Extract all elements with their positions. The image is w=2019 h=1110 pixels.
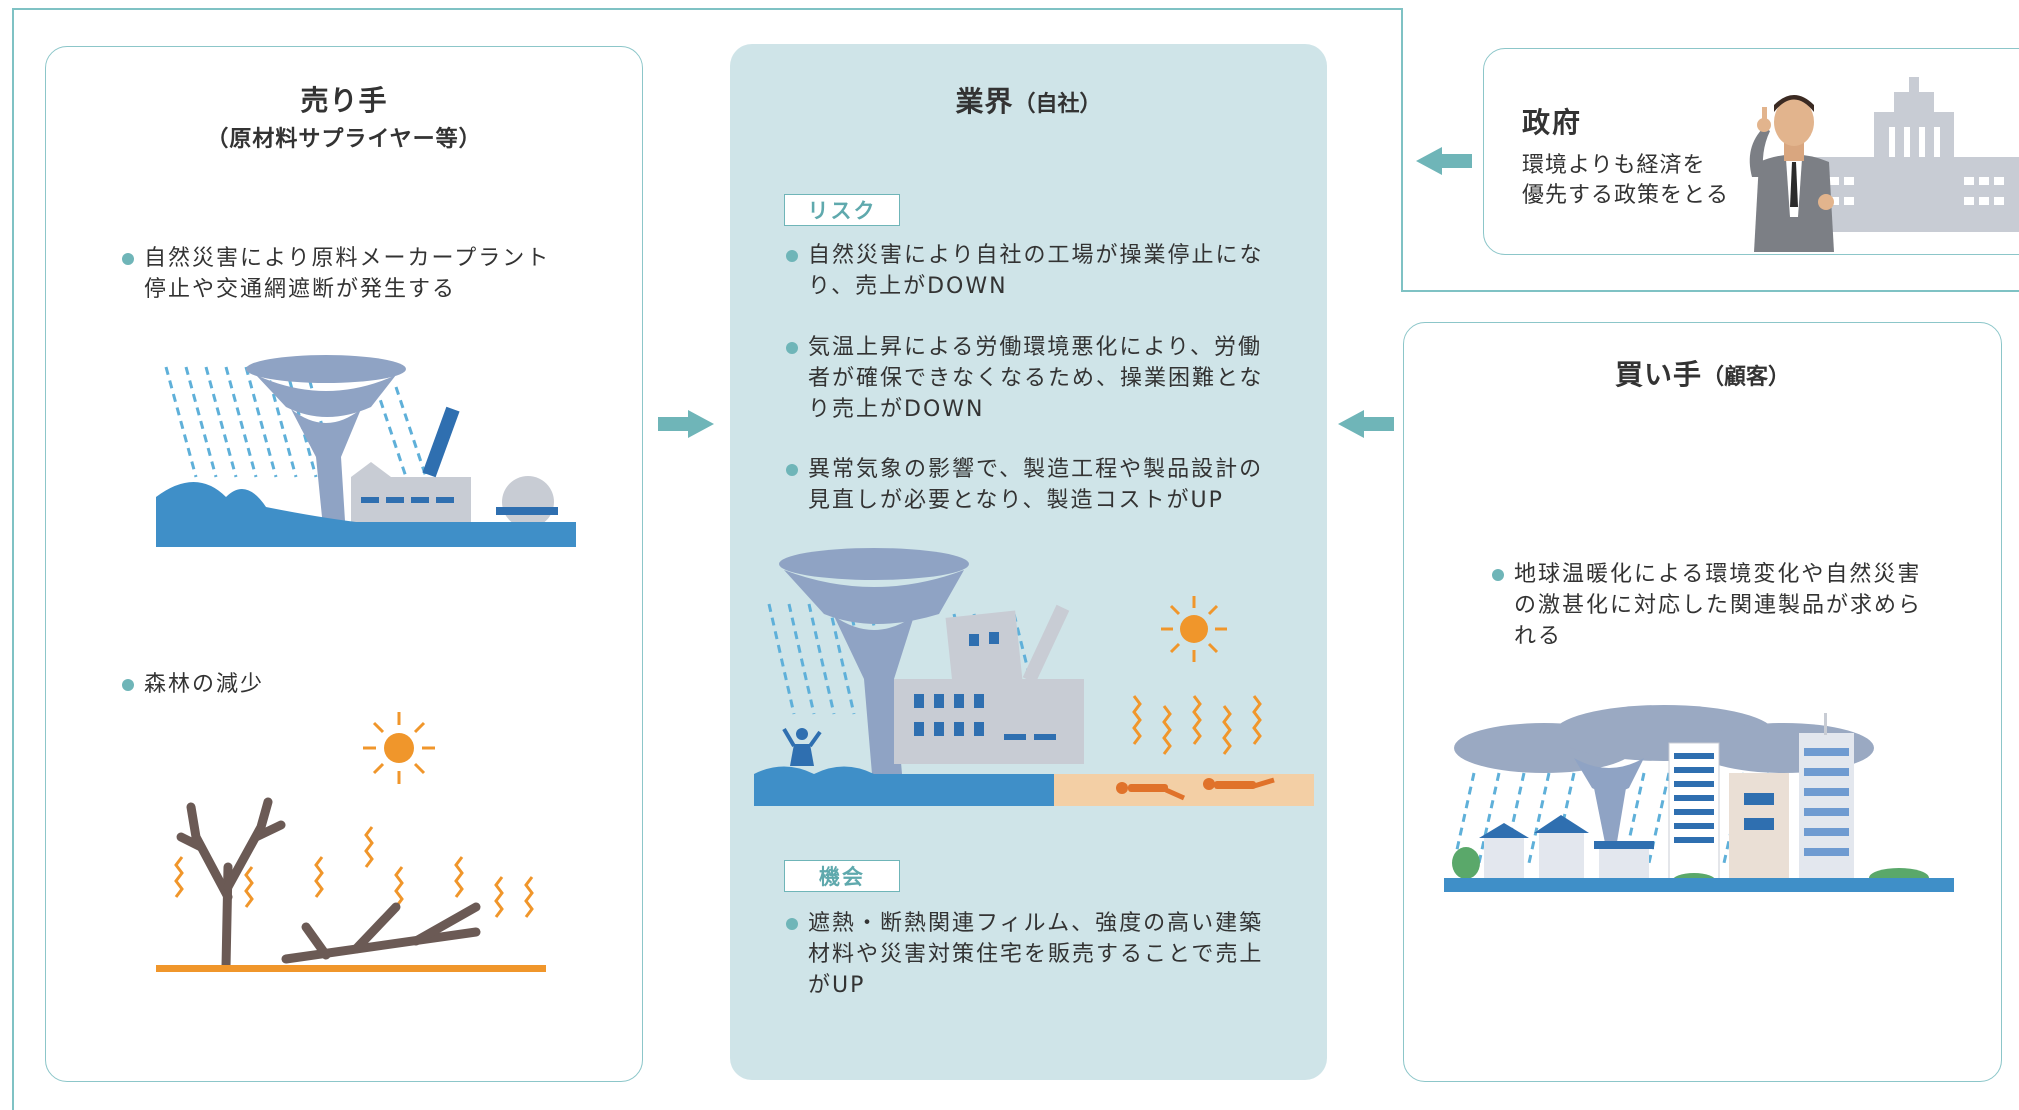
frame-mid-vertical-line (1401, 8, 1403, 292)
opportunity-bullet-1: 遮熱・断熱関連フィルム、強度の高い建築材料や災害対策住宅を販売することで売上がU… (784, 908, 1278, 1001)
industry-panel: 業界（自社） リスク 自然災害により自社の工場が操業停止になり、売上がDOWN … (730, 44, 1327, 1080)
frame-mid-horizontal-line (1401, 290, 2019, 292)
seller-subtitle: （原材料サプライヤー等） (206, 127, 482, 152)
seller-panel: 売り手 （原材料サプライヤー等） 自然災害により原料メーカープラント停止や交通網… (45, 46, 643, 1082)
flood-water-icon (1444, 878, 1954, 892)
flood-water-icon (754, 766, 1084, 806)
risk-bullet-3: 異常気象の影響で、製造工程や製品設計の見直しが必要となり、製造コストがUP (784, 454, 1278, 516)
seller-title: 売り手 (300, 84, 388, 117)
buyer-bullet-1: 地球温暖化による環境変化や自然災害の激甚化に対応した関連製品が求められる (1490, 559, 1934, 652)
city-buildings-icon (1452, 713, 1929, 889)
buyer-title-sub: （顧客） (1702, 365, 1791, 390)
tornado-icon (246, 355, 406, 537)
government-title: 政府 (1522, 106, 1583, 139)
sun-icon (1161, 596, 1227, 662)
city-storm-illustration (1444, 705, 1954, 892)
government-description-2: 優先する政策をとる (1522, 183, 1730, 208)
parliament-building-icon (1814, 77, 2019, 232)
ground-line (156, 965, 546, 972)
broken-factory-icon (351, 406, 558, 532)
frame-left-line (12, 8, 14, 1110)
flood-water-icon (156, 482, 576, 547)
arrow-buyer-to-industry (1338, 410, 1394, 438)
risk-bullet-1: 自然災害により自社の工場が操業停止になり、売上がDOWN (784, 240, 1278, 302)
seller-title-block: 売り手 （原材料サプライヤー等） (46, 79, 642, 153)
politician-icon (1749, 95, 1834, 252)
seller-bullet-2: 森林の減少 (120, 669, 574, 700)
collapsed-workers-icon (1116, 777, 1275, 801)
sun-icon (363, 712, 435, 784)
deforestation-illustration (156, 712, 546, 972)
risk-bullet-2: 気温上昇による労働環境悪化により、労働者が確保できなくなるため、操業困難となり売… (784, 332, 1278, 425)
arrow-government-to-industry (1416, 147, 1472, 175)
buyer-title-block: 買い手（顧客） (1404, 353, 2001, 393)
tornado-icon (779, 548, 969, 774)
broken-factory-icon (894, 604, 1084, 764)
industry-title: 業界 (955, 85, 1014, 118)
buyer-panel: 買い手（顧客） 地球温暖化による環境変化や自然災害の激甚化に対応した関連製品が求… (1403, 322, 2002, 1082)
arrow-seller-to-industry (658, 410, 714, 438)
drowning-person-icon (782, 727, 822, 766)
houses-icon (1479, 815, 1654, 878)
government-description-1: 環境よりも経済を (1522, 153, 1706, 178)
heat-wave-icons (1132, 695, 1262, 755)
dead-tree-icon (176, 797, 286, 972)
industry-title-sub: （自社） (1013, 92, 1102, 117)
risk-tag: リスク (784, 194, 900, 226)
industry-title-block: 業界（自社） (730, 80, 1327, 120)
factory-disaster-illustration (156, 355, 576, 547)
opportunity-tag: 機会 (784, 860, 900, 892)
government-panel: 政府 環境よりも経済を 優先する政策をとる (1483, 48, 2019, 255)
buyer-title: 買い手 (1614, 358, 1702, 391)
tornado-icon (1574, 758, 1644, 848)
politician-parliament-illustration (1749, 77, 2019, 252)
frame-top-line (12, 8, 1402, 10)
fallen-tree-icon (281, 902, 481, 964)
seller-bullet-1: 自然災害により原料メーカープラント停止や交通網遮断が発生する (120, 243, 574, 305)
factory-disaster-heat-illustration (754, 548, 1314, 806)
heat-wave-icons (174, 826, 534, 918)
hot-ground-icon (1054, 774, 1314, 806)
